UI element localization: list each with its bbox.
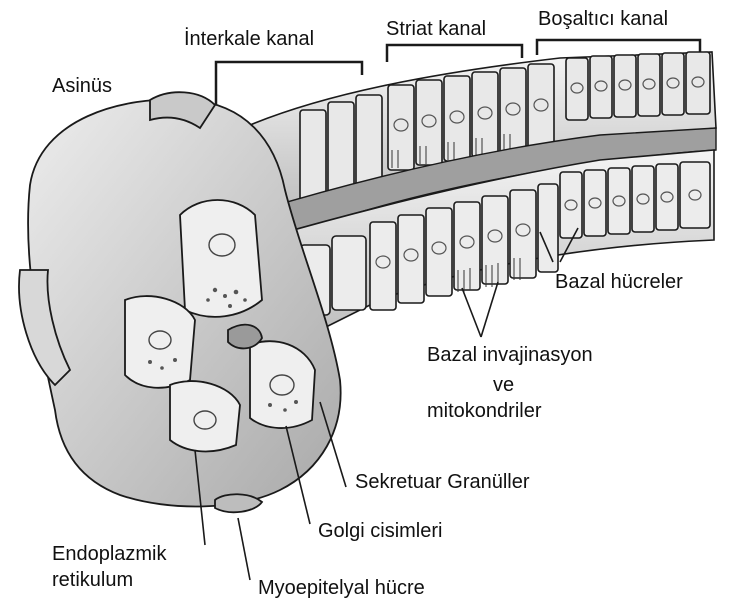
- label-asinus: Asinüs: [52, 76, 112, 97]
- label-interkale-kanal: İnterkale kanal: [184, 29, 314, 50]
- label-bosaltici-kanal: Boşaltıcı kanal: [538, 9, 668, 30]
- label-bazal-invajinasyon: Bazal invajinasyon: [427, 345, 593, 366]
- label-retikulum: retikulum: [52, 570, 133, 591]
- label-striat-kanal: Striat kanal: [386, 19, 486, 40]
- label-bazal-hucreler: Bazal hücreler: [555, 272, 683, 293]
- label-ve: ve: [493, 375, 514, 396]
- label-sekretuar-granuller: Sekretuar Granüller: [355, 472, 530, 493]
- label-myoepitelyal-hucre: Myoepitelyal hücre: [258, 578, 425, 599]
- label-golgi-cisimleri: Golgi cisimleri: [318, 521, 442, 542]
- label-endoplazmik: Endoplazmik: [52, 544, 167, 565]
- label-mitokondriler: mitokondriler: [427, 401, 541, 422]
